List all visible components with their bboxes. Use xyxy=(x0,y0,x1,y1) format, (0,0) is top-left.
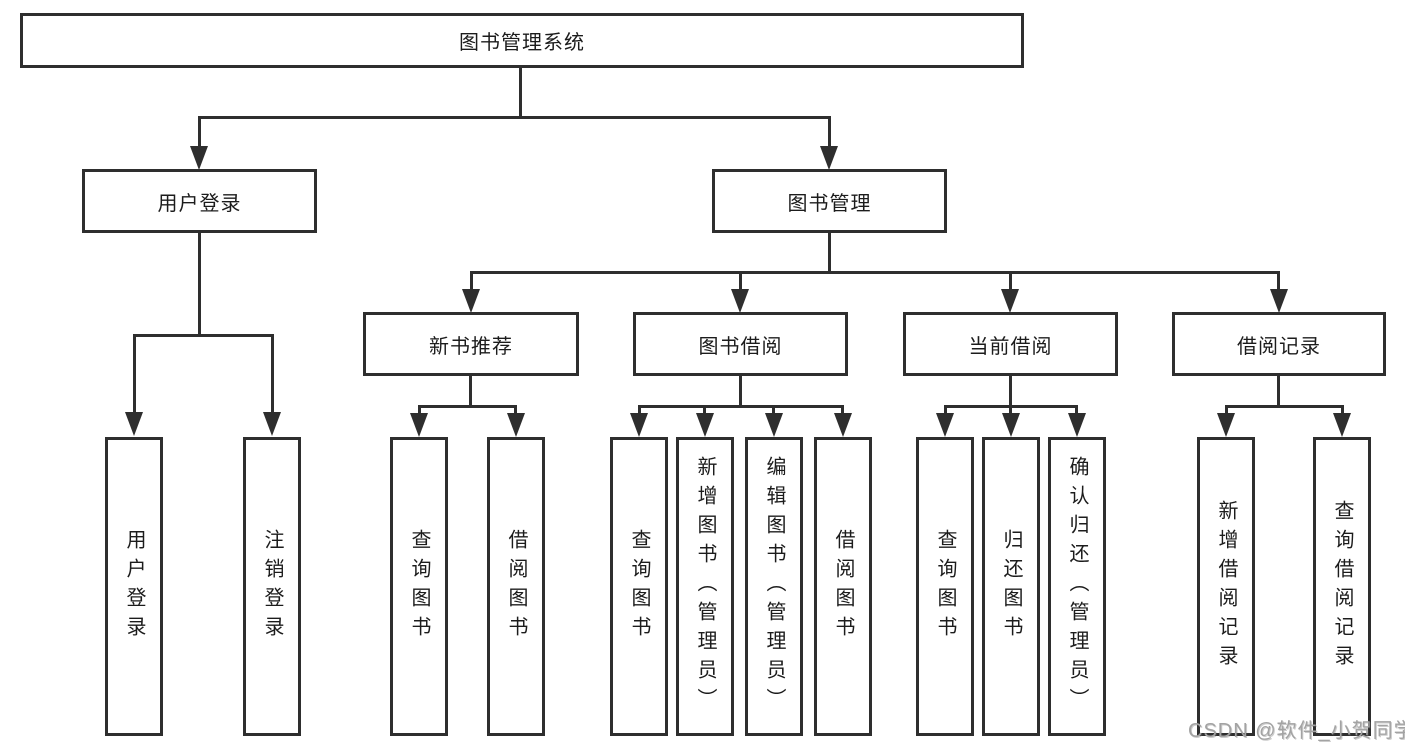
node-book-borrowing: 图书借阅 xyxy=(633,312,848,376)
node-label: 借阅图书 xyxy=(832,528,854,645)
leaf-borrow-books-recommend: 借阅图书 xyxy=(487,437,545,736)
arrow-down-icon xyxy=(190,146,208,170)
csdn-watermark: CSDN @软件_小贺同学 xyxy=(1188,720,1405,742)
connector-line xyxy=(1277,376,1280,407)
connector-line xyxy=(739,376,742,407)
leaf-add-books-admin: 新增图书（管理员） xyxy=(676,437,734,736)
node-label: 编辑图书（管理员） xyxy=(763,456,785,717)
node-label: 归还图书 xyxy=(1000,528,1022,645)
arrow-down-icon xyxy=(263,412,281,436)
connector-line xyxy=(198,233,201,336)
connector-line xyxy=(828,116,831,148)
connector-line xyxy=(470,271,473,291)
connector-line xyxy=(514,405,517,415)
connector-line xyxy=(519,68,522,118)
node-label: 注销登录 xyxy=(261,528,283,645)
leaf-borrow-books: 借阅图书 xyxy=(814,437,872,736)
connector-line xyxy=(271,334,274,414)
arrow-down-icon xyxy=(1333,413,1351,437)
leaf-query-books-borrowing: 查询图书 xyxy=(610,437,668,736)
connector-line xyxy=(841,405,844,415)
connector-line xyxy=(1009,376,1012,407)
node-label: 图书借阅 xyxy=(698,335,783,358)
arrow-down-icon xyxy=(936,413,954,437)
leaf-query-books-recommend: 查询图书 xyxy=(390,437,448,736)
connector-line xyxy=(133,334,136,414)
node-new-book-recommendation: 新书推荐 xyxy=(363,312,579,376)
connector-line xyxy=(198,116,831,119)
connector-line xyxy=(638,405,641,415)
connector-line xyxy=(469,376,472,407)
arrow-down-icon xyxy=(125,412,143,436)
connector-line xyxy=(198,116,201,148)
node-borrowing-records: 借阅记录 xyxy=(1172,312,1386,376)
leaf-add-borrowing-record: 新增借阅记录 xyxy=(1197,437,1255,736)
node-library-management-system: 图书管理系统 xyxy=(20,13,1024,68)
connector-line xyxy=(703,405,706,415)
connector-line xyxy=(470,271,1280,274)
arrow-down-icon xyxy=(834,413,852,437)
connector-line xyxy=(1075,405,1078,415)
connector-line xyxy=(944,405,947,415)
node-label: 用户登录 xyxy=(123,528,145,645)
node-label: 新增图书（管理员） xyxy=(694,456,716,717)
connector-line xyxy=(1341,405,1344,415)
node-label: 图书管理 xyxy=(787,192,872,215)
node-book-management: 图书管理 xyxy=(712,169,947,233)
leaf-query-books-current: 查询图书 xyxy=(916,437,974,736)
connector-line xyxy=(1225,405,1344,408)
node-label: 查询图书 xyxy=(408,528,430,645)
arrow-down-icon xyxy=(1001,289,1019,313)
node-label: 新书推荐 xyxy=(429,335,513,358)
node-label: 图书管理系统 xyxy=(459,32,585,54)
connector-line xyxy=(1009,271,1012,291)
leaf-user-login: 用户登录 xyxy=(105,437,163,736)
arrow-down-icon xyxy=(731,289,749,313)
connector-line xyxy=(739,271,742,291)
connector-line xyxy=(772,405,775,415)
arrow-down-icon xyxy=(630,413,648,437)
node-label: 新增借阅记录 xyxy=(1215,499,1237,674)
connector-line xyxy=(1009,405,1012,415)
node-label: 当前借阅 xyxy=(968,335,1053,358)
leaf-confirm-return-admin: 确认归还（管理员） xyxy=(1048,437,1106,736)
connector-line xyxy=(1277,271,1280,291)
arrow-down-icon xyxy=(1068,413,1086,437)
leaf-return-books: 归还图书 xyxy=(982,437,1040,736)
connector-line xyxy=(418,405,517,408)
node-label: 确认归还（管理员） xyxy=(1066,456,1088,717)
node-label: 查询图书 xyxy=(628,528,650,645)
connector-line xyxy=(828,233,831,273)
node-current-borrowing: 当前借阅 xyxy=(903,312,1118,376)
leaf-edit-books-admin: 编辑图书（管理员） xyxy=(745,437,803,736)
arrow-down-icon xyxy=(820,146,838,170)
node-user-login: 用户登录 xyxy=(82,169,317,233)
arrow-down-icon xyxy=(765,413,783,437)
node-label: 用户登录 xyxy=(157,192,242,215)
connector-line xyxy=(1225,405,1228,415)
connector-line xyxy=(638,405,844,408)
arrow-down-icon xyxy=(1002,413,1020,437)
connector-line xyxy=(133,334,274,337)
arrow-down-icon xyxy=(462,289,480,313)
leaf-logout: 注销登录 xyxy=(243,437,301,736)
connector-line xyxy=(418,405,421,415)
arrow-down-icon xyxy=(696,413,714,437)
arrow-down-icon xyxy=(1217,413,1235,437)
node-label: 查询借阅记录 xyxy=(1331,499,1353,674)
node-label: 查询图书 xyxy=(934,528,956,645)
arrow-down-icon xyxy=(1270,289,1288,313)
node-label: 借阅图书 xyxy=(505,528,527,645)
arrow-down-icon xyxy=(410,413,428,437)
arrow-down-icon xyxy=(507,413,525,437)
node-label: 借阅记录 xyxy=(1237,335,1321,358)
leaf-query-borrowing-record: 查询借阅记录 xyxy=(1313,437,1371,736)
